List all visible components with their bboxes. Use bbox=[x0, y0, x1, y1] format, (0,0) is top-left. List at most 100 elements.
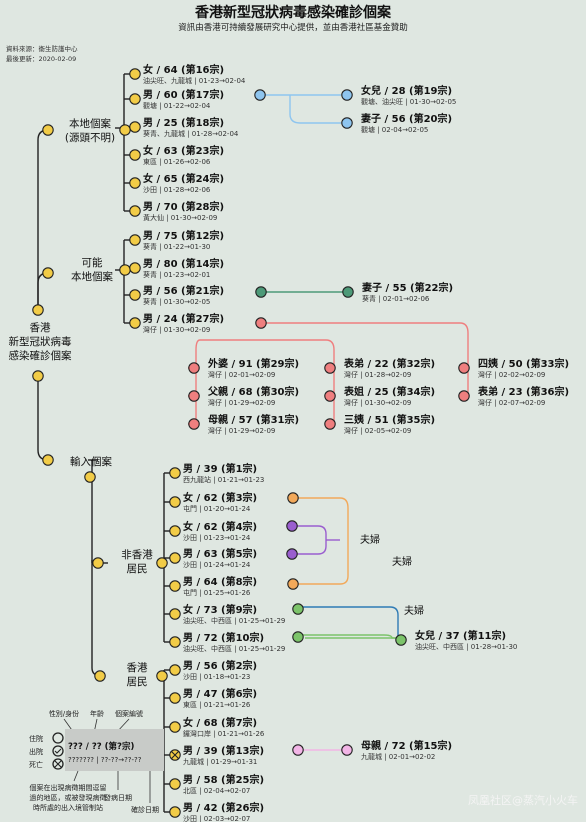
page-title: 香港新型冠狀病毒感染確診個案 bbox=[194, 4, 392, 21]
legend-sample-box bbox=[65, 729, 164, 771]
case-detail: 黃大仙 | 01-30→02-09 bbox=[143, 213, 217, 222]
case-detail: 東區 | 01-21→01-26 bbox=[183, 700, 251, 709]
legend-note-line: 個案在出現病徵期間逗留 bbox=[30, 783, 107, 792]
case-label: 男 / 80 (第14宗) bbox=[143, 257, 224, 270]
case-label: 女 / 62 (第4宗) bbox=[183, 520, 257, 533]
group-label-line: (源頭不明) bbox=[65, 131, 115, 144]
group-label-line: 香港 bbox=[127, 662, 148, 674]
case-node bbox=[129, 121, 141, 133]
case-label: 男 / 42 (第26宗) bbox=[183, 801, 264, 814]
case-label: 表弟 / 22 (第32宗) bbox=[343, 357, 435, 370]
case-label: 四姨 / 50 (第33宗) bbox=[478, 357, 569, 370]
case-labels: 女 / 64 (第16宗)油尖旺、九龍城 | 01-23→02-04男 / 60… bbox=[143, 63, 569, 822]
relation-node bbox=[255, 286, 267, 298]
page-subtitle: 資訊由香港可持續發展研究中心提供，並由香港社區基金贊助 bbox=[178, 22, 408, 33]
contact-node bbox=[324, 418, 336, 430]
case-detail: 油尖旺、九龍城 | 01-23→02-04 bbox=[143, 76, 246, 85]
legend-note-line: 時所處的出入境管制站 bbox=[33, 803, 103, 812]
case-detail: 觀塘、油尖旺 | 01-30→02-05 bbox=[361, 97, 456, 106]
case-node bbox=[129, 68, 141, 80]
case-label: 男 / 39 (第1宗) bbox=[183, 462, 257, 475]
group-label-imported: 輸入個案 bbox=[70, 455, 112, 468]
connector-line bbox=[37, 372, 49, 461]
contact-node bbox=[341, 89, 353, 101]
case-label: 表弟 / 23 (第36宗) bbox=[477, 385, 569, 398]
group-node bbox=[92, 557, 104, 569]
legend-status-death: 死亡 bbox=[29, 760, 43, 769]
legend-label-case-number: 個案編號 bbox=[115, 709, 143, 718]
case-label: 女 / 63 (第23宗) bbox=[143, 144, 224, 157]
contact-node bbox=[458, 390, 470, 402]
case-node bbox=[169, 496, 181, 508]
updated-note: 最後更新：2020-02-09 bbox=[6, 54, 76, 63]
legend-note-line: 過的地區，或被發現病徵 bbox=[30, 793, 107, 802]
relation-node bbox=[292, 631, 304, 643]
contact-node bbox=[188, 390, 200, 402]
group-label-line: 輸入個案 bbox=[70, 455, 112, 468]
group-label-line: 可能 bbox=[82, 256, 103, 269]
death-mark bbox=[171, 751, 179, 759]
case-label: 女 / 64 (第16宗) bbox=[143, 63, 224, 76]
legend-hospital-icon bbox=[52, 732, 64, 744]
case-detail: 葵青 | 01-30→02-05 bbox=[143, 297, 210, 306]
group-node bbox=[42, 454, 54, 466]
case-node bbox=[169, 467, 181, 479]
case-label: 男 / 75 (第12宗) bbox=[143, 229, 224, 242]
relation-node bbox=[254, 89, 266, 101]
connector-line bbox=[91, 560, 103, 677]
case-detail: 油尖旺、中西區 | 01-28→01-30 bbox=[415, 642, 517, 651]
case-detail: 北區 | 02-04→02-07 bbox=[183, 787, 250, 795]
connector-line bbox=[298, 497, 349, 585]
case-label: 父親 / 68 (第30宗) bbox=[207, 385, 299, 398]
case-node bbox=[169, 778, 181, 790]
case-node bbox=[169, 636, 181, 648]
case-node bbox=[129, 289, 141, 301]
case-label: 男 / 64 (第8宗) bbox=[183, 575, 257, 588]
case-detail: 葵青 | 02-01→02-06 bbox=[362, 294, 430, 303]
legend-death-icon bbox=[52, 758, 64, 770]
contact-node bbox=[188, 362, 200, 374]
connector-line bbox=[200, 339, 335, 424]
case-label: 母親 / 72 (第15宗) bbox=[361, 739, 452, 752]
legend-confirm-label: 確診日期 bbox=[131, 805, 159, 814]
case-label: 女兒 / 28 (第19宗) bbox=[361, 84, 452, 97]
case-label: 三姨 / 51 (第35宗) bbox=[344, 413, 435, 426]
case-node bbox=[129, 317, 141, 329]
legend-label-age: 年齡 bbox=[90, 709, 104, 718]
case-node bbox=[129, 205, 141, 217]
group-label-line: 非香港 bbox=[121, 549, 153, 561]
contact-node bbox=[458, 362, 470, 374]
case-detail: 鑼灣口岸 | 01-21→01-26 bbox=[183, 729, 265, 738]
group-node bbox=[119, 264, 131, 276]
legend-sample-bottom: ??????? | ??-??→??-?? bbox=[68, 756, 142, 764]
legend-onset-label: 發病日期 bbox=[104, 793, 132, 802]
root-label-line: 感染確診個案 bbox=[9, 349, 72, 362]
legend-sample-top: ??? / ?? (第?宗) bbox=[68, 741, 134, 752]
case-detail: 灣仔 | 01-29→02-09 bbox=[208, 398, 275, 407]
case-node bbox=[129, 93, 141, 105]
case-label: 外婆 / 91 (第29宗) bbox=[207, 357, 299, 370]
case-detail: 西九龍站 | 01-21→01-23 bbox=[183, 475, 264, 484]
case-node bbox=[169, 525, 181, 537]
case-label: 女 / 68 (第7宗) bbox=[183, 716, 257, 729]
case-label: 男 / 56 (第21宗) bbox=[143, 284, 224, 297]
case-detail: 東區 | 01-26→02-06 bbox=[143, 157, 211, 166]
relation-node bbox=[287, 492, 299, 504]
case-node bbox=[169, 608, 181, 620]
case-node bbox=[169, 664, 181, 676]
group-label-nonresident: 非香港 居民 bbox=[121, 549, 153, 575]
group-label-line: 居民 bbox=[127, 563, 148, 575]
relation-node bbox=[286, 548, 298, 560]
case-label: 女兒 / 37 (第11宗) bbox=[415, 629, 506, 642]
legend: 性別/身份 年齡 個案編號 住院 出院 死亡 ??? / ?? (第?宗) ??… bbox=[29, 709, 164, 814]
case-nodes bbox=[32, 68, 470, 818]
root-node bbox=[32, 304, 44, 316]
case-detail: 油尖旺、中西區 | 01-25→01-29 bbox=[183, 644, 285, 653]
case-detail: 灣仔 | 01-29→02-09 bbox=[208, 426, 275, 435]
case-label: 男 / 70 (第28宗) bbox=[143, 200, 224, 213]
relation-node bbox=[255, 317, 267, 329]
case-label: 男 / 72 (第10宗) bbox=[183, 631, 264, 644]
case-label: 妻子 / 55 (第22宗) bbox=[362, 281, 453, 294]
legend-status-discharged: 出院 bbox=[29, 747, 43, 756]
